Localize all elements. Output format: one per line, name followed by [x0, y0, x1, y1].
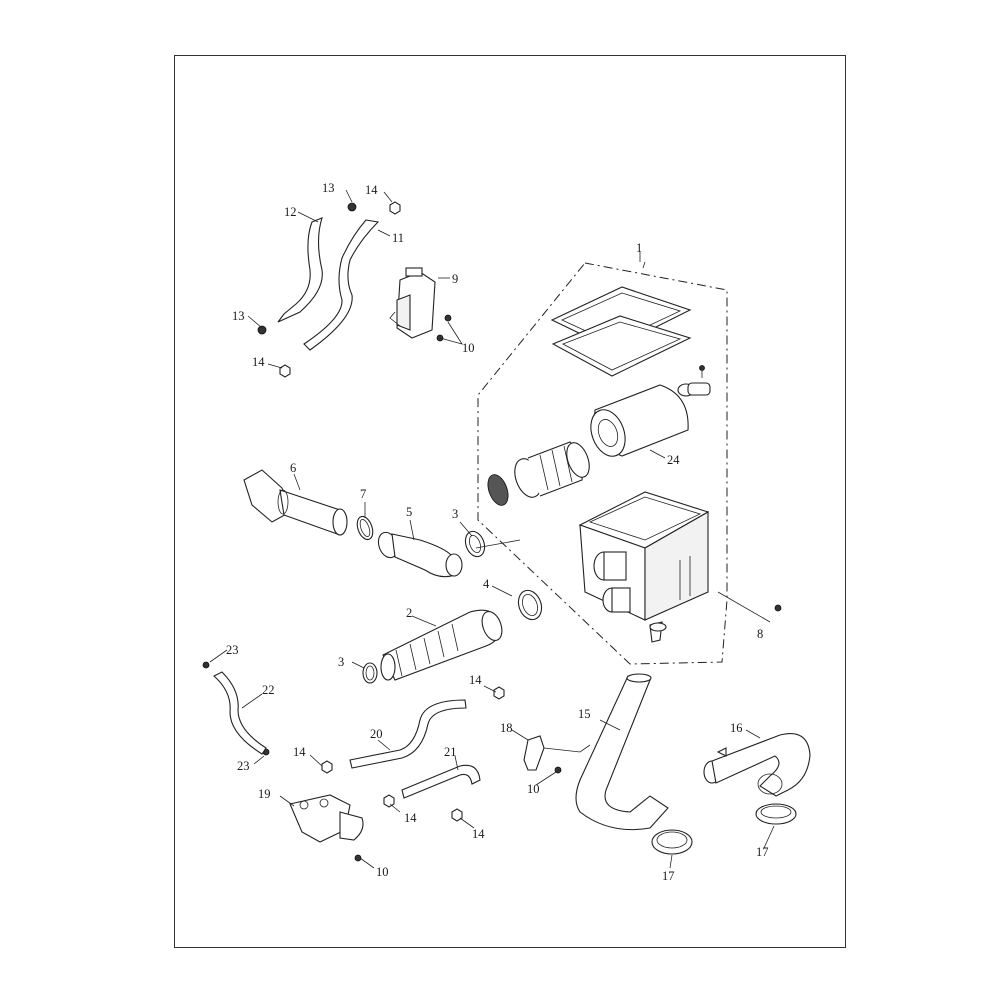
label-12: 12 — [284, 205, 297, 219]
housing-19 — [289, 794, 364, 862]
label-23-top: 23 — [226, 643, 239, 657]
small-clips — [202, 201, 782, 822]
label-14-bottom-b: 14 — [472, 827, 485, 841]
label-11: 11 — [392, 231, 404, 245]
label-14-top: 14 — [365, 183, 378, 197]
label-16: 16 — [730, 721, 743, 735]
lid-bolt — [677, 365, 711, 397]
label-10-bottom: 10 — [376, 865, 389, 879]
hose-21 — [401, 764, 481, 799]
label-22: 22 — [262, 683, 275, 697]
label-3-lower: 3 — [338, 655, 344, 669]
label-4: 4 — [483, 577, 490, 591]
label-15: 15 — [578, 707, 591, 721]
label-19: 19 — [258, 787, 271, 801]
breather-valve-9 — [389, 267, 452, 342]
clamp-7 — [356, 515, 374, 541]
label-3-upper: 3 — [452, 507, 458, 521]
clamp-17-right — [755, 803, 797, 825]
hose-20 — [349, 699, 467, 769]
bracket-18 — [523, 735, 591, 774]
label-17-right: 17 — [756, 845, 769, 859]
label-13-top: 13 — [322, 181, 335, 195]
label-14-lower-left: 14 — [293, 745, 306, 759]
label-20: 20 — [370, 727, 383, 741]
intake-bellows-2 — [380, 609, 503, 681]
duct-15 — [575, 673, 669, 831]
label-14-left: 14 — [252, 355, 265, 369]
intake-snorkel — [243, 469, 348, 536]
label-2: 2 — [406, 606, 412, 620]
duct-16 — [703, 733, 811, 797]
breather-hoses — [277, 217, 380, 351]
label-14-bottom-a: 14 — [404, 811, 417, 825]
label-8: 8 — [757, 627, 763, 641]
label-21: 21 — [444, 745, 457, 759]
label-14-center: 14 — [469, 673, 482, 687]
label-9: 9 — [452, 272, 458, 286]
leader-lines — [209, 189, 775, 869]
clamp-3-upper — [464, 530, 486, 558]
label-13-left: 13 — [232, 309, 245, 323]
label-10-middle: 10 — [527, 782, 540, 796]
clamp-4 — [517, 589, 543, 621]
mesh-screen — [487, 474, 509, 506]
label-1: 1 — [636, 241, 642, 255]
callout-labels: 1 2 3 3 4 5 6 7 8 9 10 10 10 11 12 13 13… — [226, 181, 769, 883]
elbow-5 — [377, 531, 463, 578]
airbox-body — [578, 491, 710, 643]
airbox-assembly-outline — [477, 262, 728, 665]
air-filter-element — [590, 384, 689, 457]
label-5: 5 — [406, 505, 412, 519]
label-10-top: 10 — [462, 341, 475, 355]
diagram-frame — [174, 55, 846, 948]
airbox-lid — [550, 286, 692, 377]
label-17-left: 17 — [662, 869, 675, 883]
hose-22 — [213, 671, 267, 755]
filter-cage — [514, 441, 590, 498]
label-23-bottom: 23 — [237, 759, 250, 773]
label-7: 7 — [360, 487, 366, 501]
label-18: 18 — [500, 721, 513, 735]
clamp-17-left — [651, 829, 693, 855]
label-6: 6 — [290, 461, 296, 475]
label-24: 24 — [667, 453, 680, 467]
clamp-3-lower — [362, 662, 378, 684]
